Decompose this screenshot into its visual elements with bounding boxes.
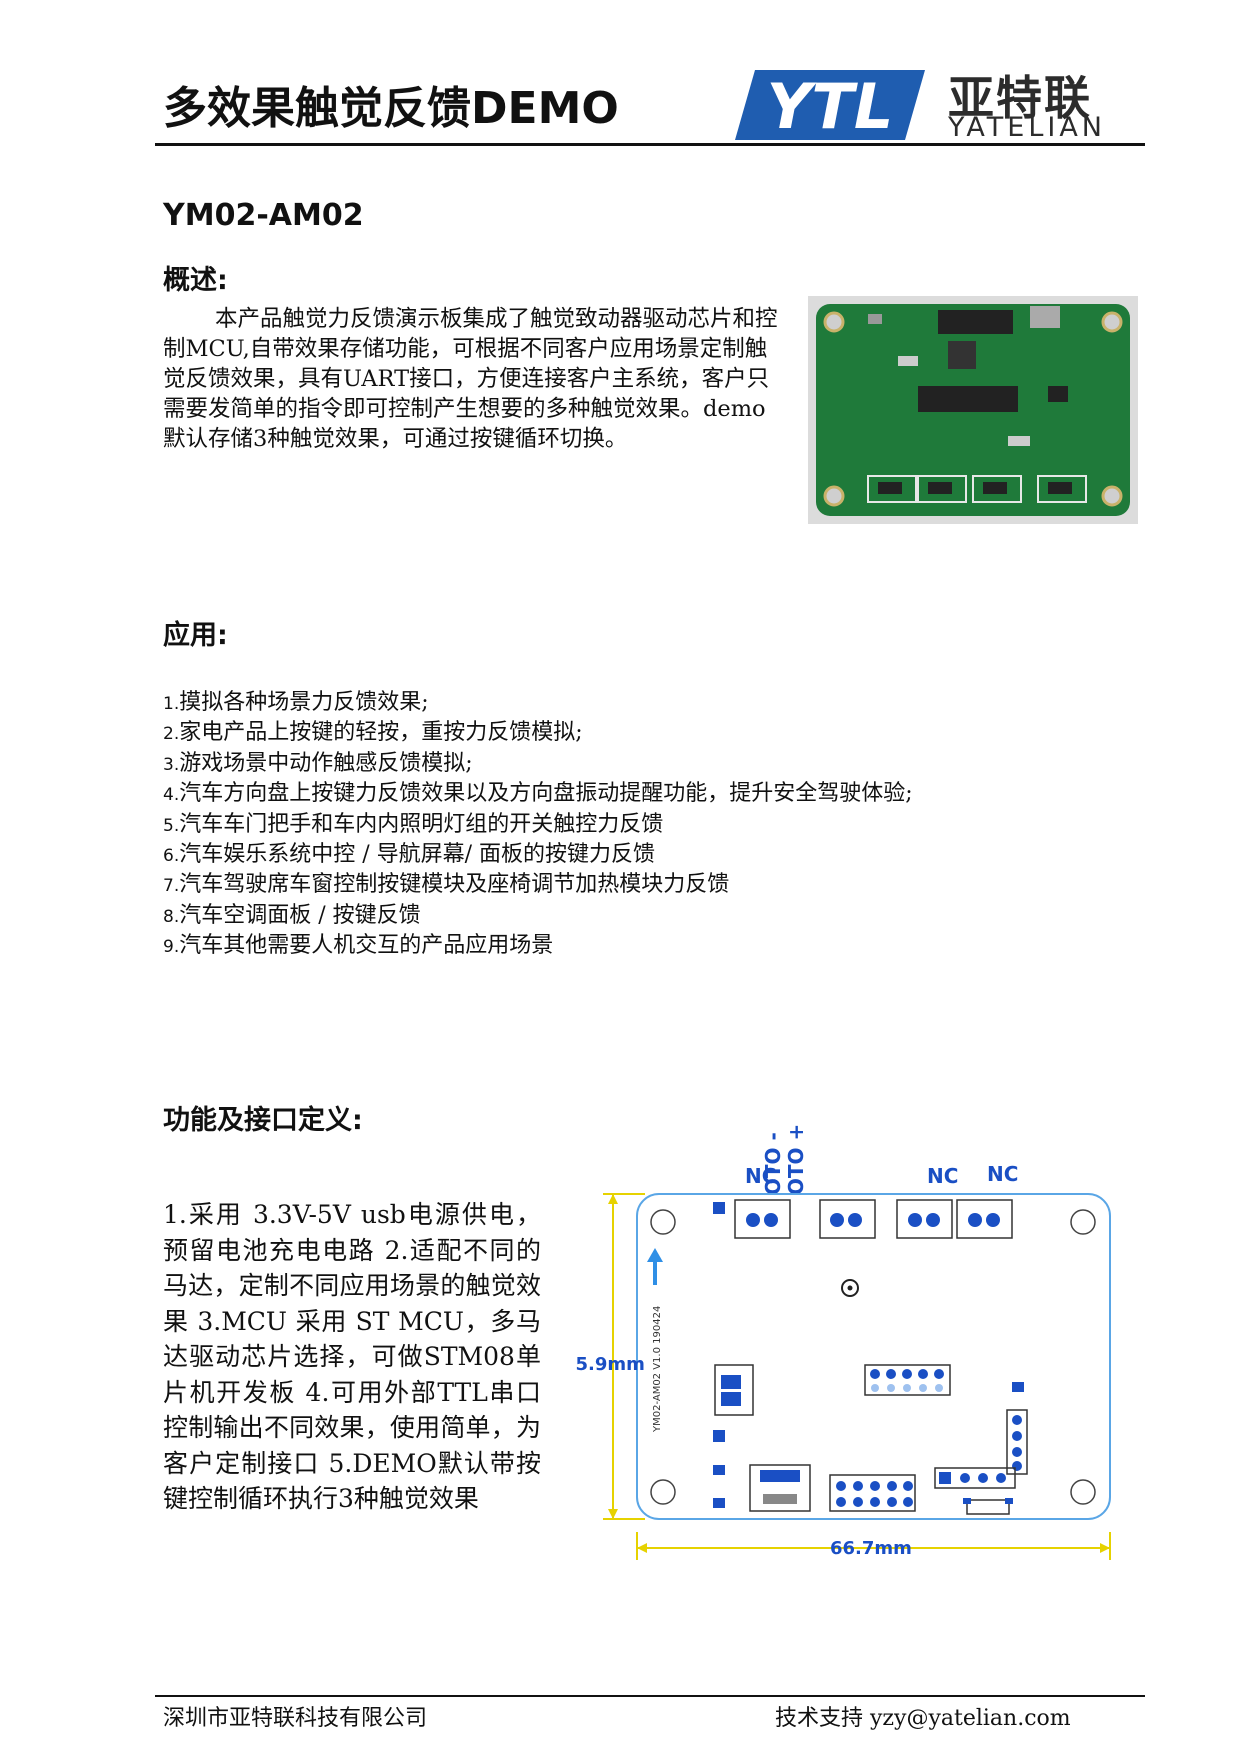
model-number: YM02-AM02 [163,198,364,233]
applications-heading: 应用: [163,620,228,651]
list-item: 1.摸拟各种场景力反馈效果; [163,690,429,715]
nc-label: NC [987,1162,1018,1186]
width-dimension [636,1532,1111,1560]
applications-list: 1.摸拟各种场景力反馈效果; 2.家电产品上按键的轻按，重按力反馈模拟; 3.游… [163,688,1063,962]
motor-connector [956,1199,1013,1239]
button-footprint [963,1498,1013,1515]
motor-connector [734,1199,791,1239]
footer-company: 深圳市亚特联科技有限公司 [163,1706,428,1731]
mount-hole [1070,1479,1096,1505]
list-item: 2.家电产品上按键的轻按，重按力反馈模拟; [163,720,583,746]
board-outline [636,1193,1111,1520]
nc-label: NC [927,1164,958,1188]
logo-parallelogram [735,70,925,140]
page-title: 多效果触觉反馈DEMO [163,83,619,134]
mount-hole [650,1209,676,1235]
features-heading: 功能及接口定义: [163,1105,363,1136]
nc-label: NC [745,1164,776,1188]
height-dimension [603,1193,645,1520]
width-dimension-label: 66.7mm [830,1538,912,1559]
overview-paragraph: 本产品触觉力反馈演示板集成了触觉致动器驱动芯片和控制MCU,自带效果存储功能，可… [163,306,778,452]
list-item: 5.汽车车门把手和车内内照明灯组的开关触控力反馈 [163,811,664,837]
list-item: 8.汽车空调面板 / 按键反馈 [163,902,421,928]
pin-header [864,1364,951,1396]
pin-header [934,1467,1016,1489]
pin-header [829,1474,916,1512]
list-item: 6.汽车娱乐系统中控 / 导航屏幕/ 面板的按键力反馈 [163,841,656,867]
height-dimension-label: 45.9mm [575,1354,645,1375]
footer-support: 技术支持 yzy@yatelian.com [775,1706,1071,1731]
list-item: 3.游戏场景中动作触感反馈模拟; [163,750,473,776]
list-item: 7.汽车驾驶席车窗控制按键模块及座椅调节加热模块力反馈 [163,872,730,898]
logo-english-name: YATELIAN [948,112,1106,143]
header-divider [155,143,1145,146]
mount-hole [1070,1209,1096,1235]
company-logo: YTL [735,70,925,140]
logo-chinese-name: 亚特联 [948,71,1092,125]
motor-connector [819,1199,876,1239]
mount-hole [650,1479,676,1505]
usb-connector [749,1464,811,1512]
footer-divider [155,1695,1145,1697]
pcb-photo [808,296,1138,524]
board-layout-diagram: MOTO - MOTO + NC NC NC YM02-AM02 V1.0 19… [575,1124,1111,1560]
board-silkscreen: YM02-AM02 V1.0 190424 [652,1306,663,1433]
features-paragraph: 1.采用 3.3V-5V usb电源供电，预留电池充电电路 2.适配不同的马达，… [163,1200,541,1513]
motor-connector [896,1199,953,1239]
logo-mark: YTL [767,70,894,140]
list-item: 4.汽车方向盘上按键力反馈效果以及方向盘振动提醒功能，提升安全驾驶体验; [163,781,913,807]
list-item: 9.汽车其他需要人机交互的产品应用场景 [163,933,554,959]
overview-heading: 概述: [163,265,228,296]
